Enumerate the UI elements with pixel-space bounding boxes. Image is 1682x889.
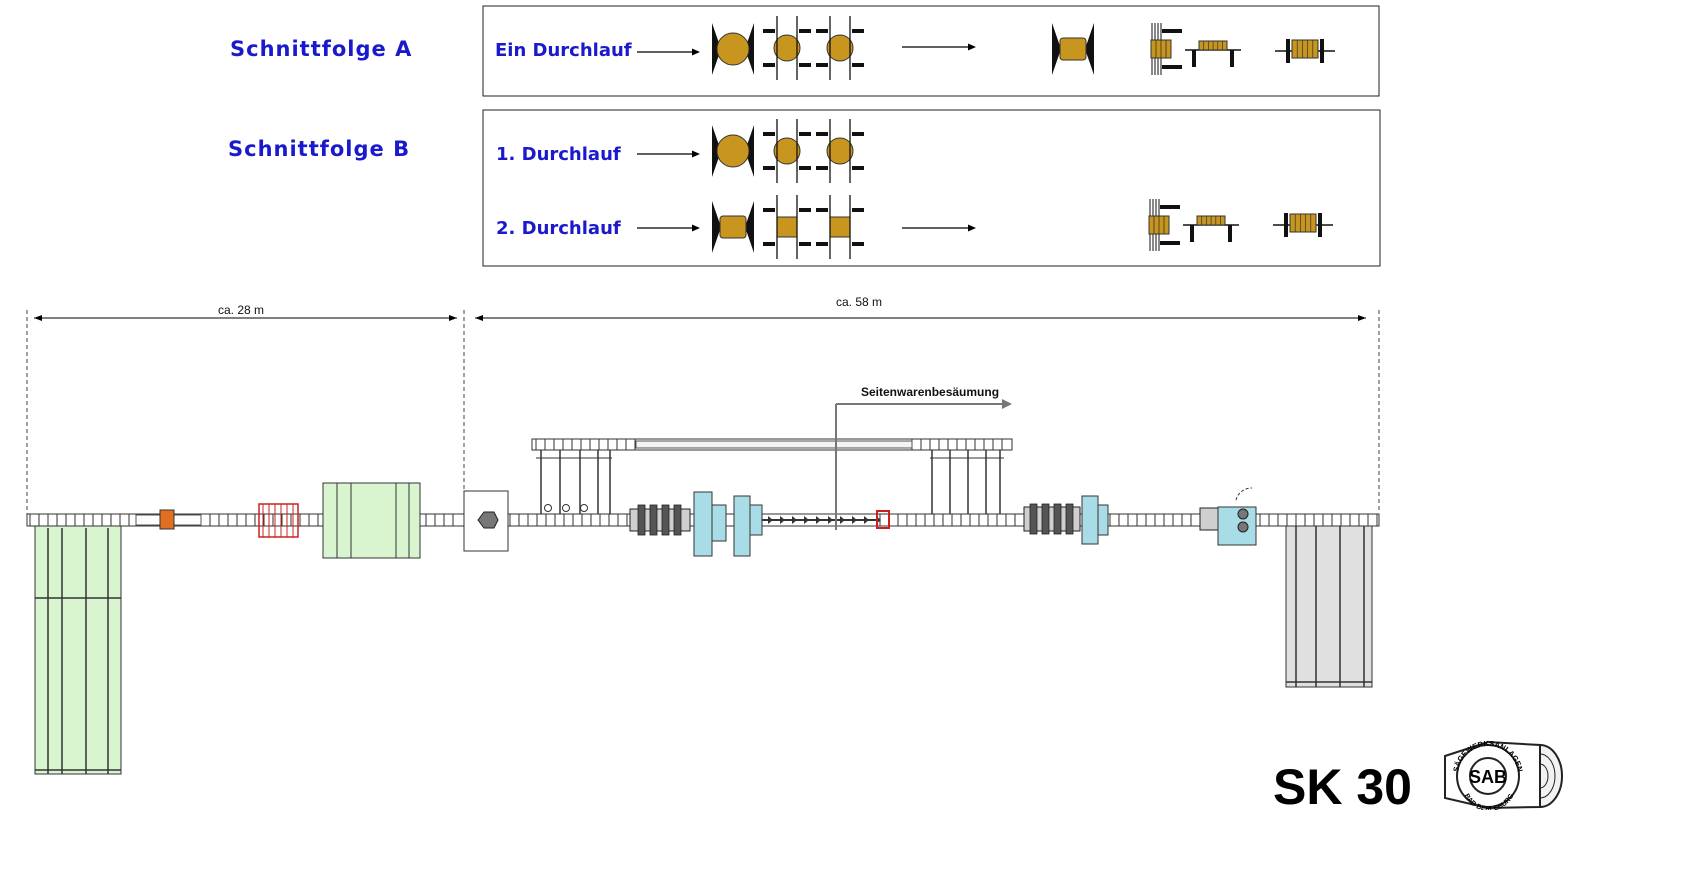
middle-chevron [852,516,857,524]
chipper-a-2 [1052,23,1094,75]
logo-center-text: SAB [1469,767,1507,787]
turning-unit [477,511,499,529]
edger-b2-1 [1183,215,1239,242]
dim-left-arrow-a [34,315,42,321]
middle-chevron [816,516,821,524]
red-frame [258,503,299,538]
saw-arbor-2 [1237,521,1249,533]
arrow-a-2-head [968,43,976,51]
run-label-b-1: 1. Durchlauf [496,144,621,165]
arrow-b1-head [692,150,700,158]
dim-left-arrow-b [449,315,457,321]
saw-arbor-1 [1237,508,1249,520]
log-yard-left [34,525,122,775]
canter-2-head-0 [1029,503,1038,535]
profiler-b1-2 [816,119,864,183]
middle-chevron [840,516,845,524]
skid-wheel-2 [580,504,588,512]
dimension-left-label: ca. 28 m [218,303,265,317]
callout-arrowhead [1002,399,1012,409]
canter-2-head-3 [1065,503,1074,535]
arrow-a-1-head [692,48,700,56]
dimension-right-label: ca. 58 m [836,295,883,309]
outfeed-table [1285,525,1373,688]
profiler-b2-2 [816,195,864,259]
profiler-3-drive [1097,504,1109,536]
skid-wheel-0 [544,504,552,512]
green-buffer [322,482,421,559]
edger-b2-2 [1273,213,1333,237]
profiler-b2-1 [763,195,811,259]
profiler-a-1 [763,16,811,80]
profiler-1-drive [711,504,727,542]
orange-unit [159,509,175,530]
middle-chevron [804,516,809,524]
profiler-3 [1081,495,1099,545]
multi-rip-saw [1217,506,1257,546]
skid-wheel-1 [562,504,570,512]
chipper-b1 [712,125,754,177]
return-conveyor-belt [635,440,913,449]
sab-logo: SAB SÄGEWERKSANLAGEN BAD BERLEBURG [1444,740,1563,810]
middle-chevron [780,516,785,524]
profiler-b1-1 [763,119,811,183]
side-board-edging-callout: Seitenwarenbesäumung [861,385,1000,399]
middle-chevron [792,516,797,524]
run-label-b-2: 2. Durchlauf [496,218,621,239]
middle-chevron [768,516,773,524]
run-label-a-1: Ein Durchlauf [495,40,632,61]
edger-a-1 [1185,40,1241,67]
profiler-1 [693,491,713,557]
multisaw-b2 [1148,199,1180,251]
canter-1-head-3 [673,504,682,536]
canter-2-head-1 [1041,503,1050,535]
red-stop [876,510,890,529]
chipper-b2 [712,201,754,253]
dim-right-arrow-a [475,315,483,321]
canter-1-head-2 [661,504,670,536]
profiler-2-drive [749,504,763,536]
edger-a-2 [1275,39,1335,63]
schnittfolge-a-title: Schnittfolge A [230,37,413,61]
profiler-a-2 [816,16,864,80]
saw-swing-arc [1235,487,1253,501]
canter-1-head-1 [649,504,658,536]
middle-chevron [828,516,833,524]
profiler-2 [733,495,751,557]
schnittfolge-b-title: Schnittfolge B [228,137,411,161]
middle-chevron [864,516,869,524]
chipper-a-1 [712,23,754,75]
dim-right-arrow-b [1358,315,1366,321]
canter-2-head-2 [1053,503,1062,535]
arrow-b2-1-head [692,224,700,232]
model-label: SK 30 [1273,759,1412,815]
multisaw-a [1150,23,1182,75]
arrow-b2-2-head [968,224,976,232]
canter-1-head-0 [637,504,646,536]
